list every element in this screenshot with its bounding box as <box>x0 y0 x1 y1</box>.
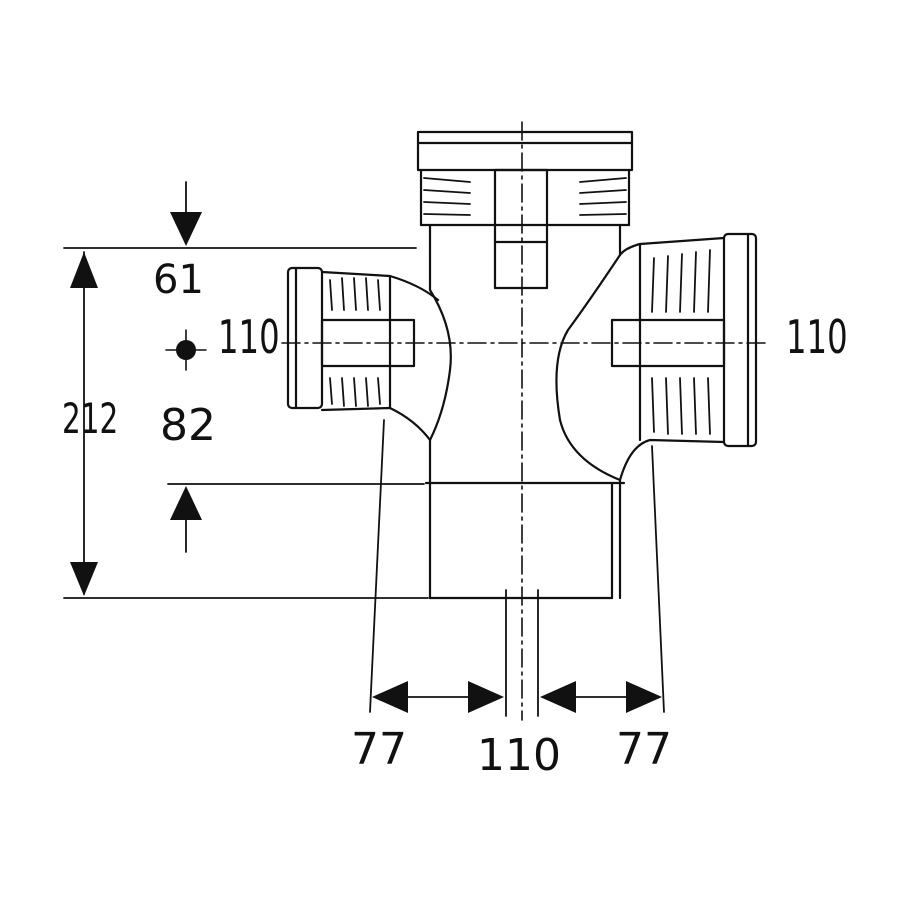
inner-sleeve <box>493 168 549 290</box>
right-branch-collar <box>722 232 758 448</box>
body-left-side <box>428 253 452 600</box>
arrow-77-left-end <box>468 681 504 713</box>
arrow-77-right-start <box>540 681 576 713</box>
main-pipe <box>416 130 634 600</box>
dim-label-right-110: 110 <box>786 310 848 364</box>
dim-label-61: 61 <box>153 257 204 303</box>
dim-label-right-77: 77 <box>616 724 672 775</box>
arrow-61-up <box>170 486 202 520</box>
dim-label-82: 82 <box>160 400 216 451</box>
arrow-61-down <box>170 212 202 246</box>
arrow-212-up <box>70 252 98 288</box>
arrow-77-left-start <box>372 681 408 713</box>
dim-label-left-77: 77 <box>351 724 407 775</box>
dim-label-212: 212 <box>62 394 119 443</box>
dimension-lines <box>63 181 665 717</box>
left-branch-collar <box>286 266 324 410</box>
right-branch-ribs <box>651 249 711 435</box>
body-right-side <box>555 253 622 600</box>
dim-label-main-110: 110 <box>477 730 561 781</box>
right-branch <box>610 232 758 482</box>
centre-lines <box>281 121 771 721</box>
top-socket-collar <box>416 130 634 172</box>
dim-label-left-110: 110 <box>218 310 280 364</box>
centre-point-marker <box>165 329 207 371</box>
arrow-77-right-end <box>626 681 662 713</box>
left-branch <box>286 266 440 442</box>
arrowheads <box>70 212 662 713</box>
left-branch-ribs <box>329 277 381 407</box>
arrow-212-down <box>70 562 98 596</box>
top-socket-ribs <box>417 131 633 216</box>
